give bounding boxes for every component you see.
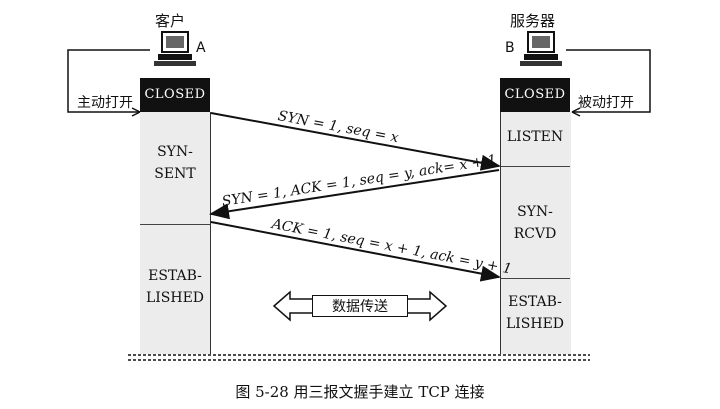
left-estab-line1: ESTAB- [148, 268, 202, 284]
syn-ack-arrow [209, 169, 500, 220]
server-computer-icon [520, 31, 562, 66]
figure-caption: 图 5-28 用三报文握手建立 TCP 连接 [235, 383, 485, 401]
right-timeline-column [500, 112, 571, 354]
client-computer-icon [154, 31, 196, 66]
server-letter: B [505, 40, 515, 56]
left-timeline-column [140, 112, 211, 354]
right-syn-rcvd-state: SYN- RCVD [500, 200, 570, 246]
server-label: 服务器 [510, 12, 556, 30]
left-syn-sent-state: SYN- SENT [140, 140, 210, 186]
left-state-divider [140, 224, 210, 225]
syn-arrow [210, 112, 501, 171]
right-listen-state: LISTEN [506, 129, 564, 145]
right-state-divider-2 [500, 278, 570, 279]
right-established-state: ESTAB- LISHED [500, 290, 570, 336]
right-syn-rcvd-line1: SYN- [517, 204, 553, 220]
client-letter: A [196, 40, 206, 56]
ack-arrow [210, 221, 501, 282]
right-closed-state: CLOSED [500, 78, 570, 112]
left-syn-sent-line2: SENT [154, 166, 196, 182]
right-syn-rcvd-line2: RCVD [513, 226, 557, 242]
left-closed-state: CLOSED [140, 78, 210, 112]
left-estab-line2: LISHED [145, 290, 205, 306]
passive-open-label: 被动打开 [578, 95, 634, 111]
right-estab-line1: ESTAB- [508, 294, 562, 310]
left-established-state: ESTAB- LISHED [140, 264, 210, 310]
data-transfer-label: 数据传送 [312, 295, 408, 317]
right-estab-line2: LISHED [505, 316, 565, 332]
active-open-label: 主动打开 [77, 95, 133, 111]
left-syn-sent-line1: SYN- [157, 144, 193, 160]
right-state-divider-1 [500, 166, 570, 167]
client-label: 客户 [155, 12, 186, 30]
